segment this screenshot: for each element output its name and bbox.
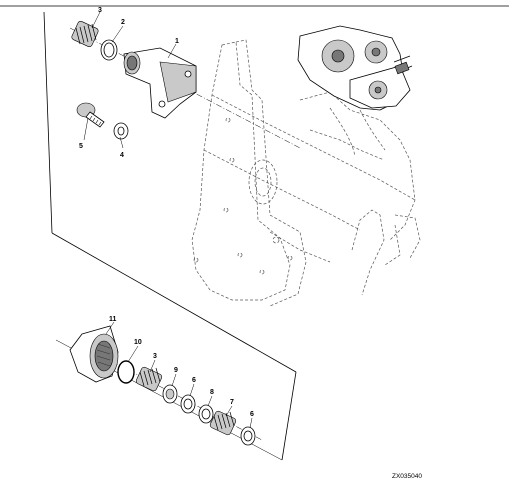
callout-6-right: 6 [250,411,254,418]
callout-3-top: 3 [98,7,102,14]
callout-5: 5 [79,143,83,150]
ring-part-9 [162,384,178,404]
callout-4: 4 [120,152,124,159]
callout-7: 7 [230,399,234,406]
leader-lines [83,11,253,429]
callout-2: 2 [121,19,125,26]
callout-6-left: 6 [192,377,196,384]
bolt-part-5 [76,102,105,128]
callout-9: 9 [174,367,178,374]
callout-8: 8 [210,389,214,396]
figure-reference: ZX035040 [392,473,422,480]
locator-inset [297,25,413,111]
washer-part-6-right [240,426,256,446]
ring-part-8 [198,404,214,424]
callout-10: 10 [134,339,142,346]
ring-part-2 [100,39,118,61]
callout-3-bottom: 3 [153,353,157,360]
washer-part-4 [113,122,129,140]
sleeve-part-11 [69,325,119,383]
callout-11: 11 [109,316,117,323]
spring-part-3-top [71,20,99,48]
spring-part-7 [209,410,237,436]
washer-part-6-left [180,394,196,414]
callout-1: 1 [175,38,179,45]
o-ring-part-10 [117,360,135,384]
housing-outline [191,39,421,307]
cylinder-part-1 [123,47,197,119]
spring-part-3-bottom [135,366,163,392]
